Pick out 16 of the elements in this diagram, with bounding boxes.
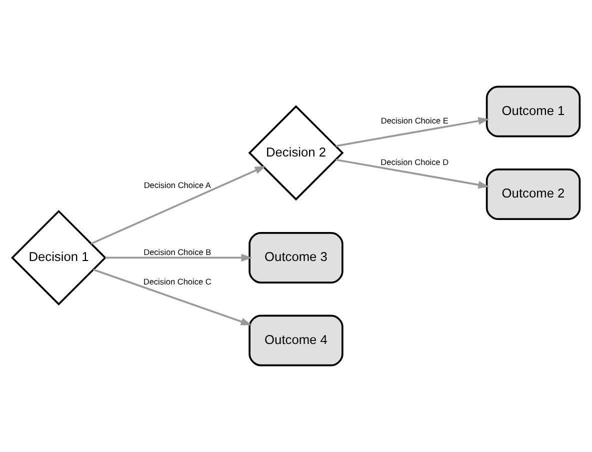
arrow [336, 158, 490, 189]
node-diamond: Decision 1 [11, 210, 106, 306]
edge-label: Decision Choice C [143, 278, 212, 287]
edge-label: Decision Choice D [380, 158, 449, 168]
arrow [90, 166, 266, 245]
edge-label: Decision Choice B [144, 248, 212, 258]
node-diamond: Decision 2 [248, 105, 344, 201]
node-box: Outcome 4 [248, 314, 344, 366]
edge-label: Decision Choice E [380, 116, 448, 126]
arrow [336, 117, 490, 147]
node-box: Outcome 1 [486, 86, 581, 138]
arrow [105, 254, 252, 262]
node-box: Outcome 2 [486, 168, 581, 220]
edge-label: Decision Choice A [144, 181, 211, 190]
node-box: Outcome 3 [248, 232, 344, 284]
arrow [93, 268, 252, 326]
